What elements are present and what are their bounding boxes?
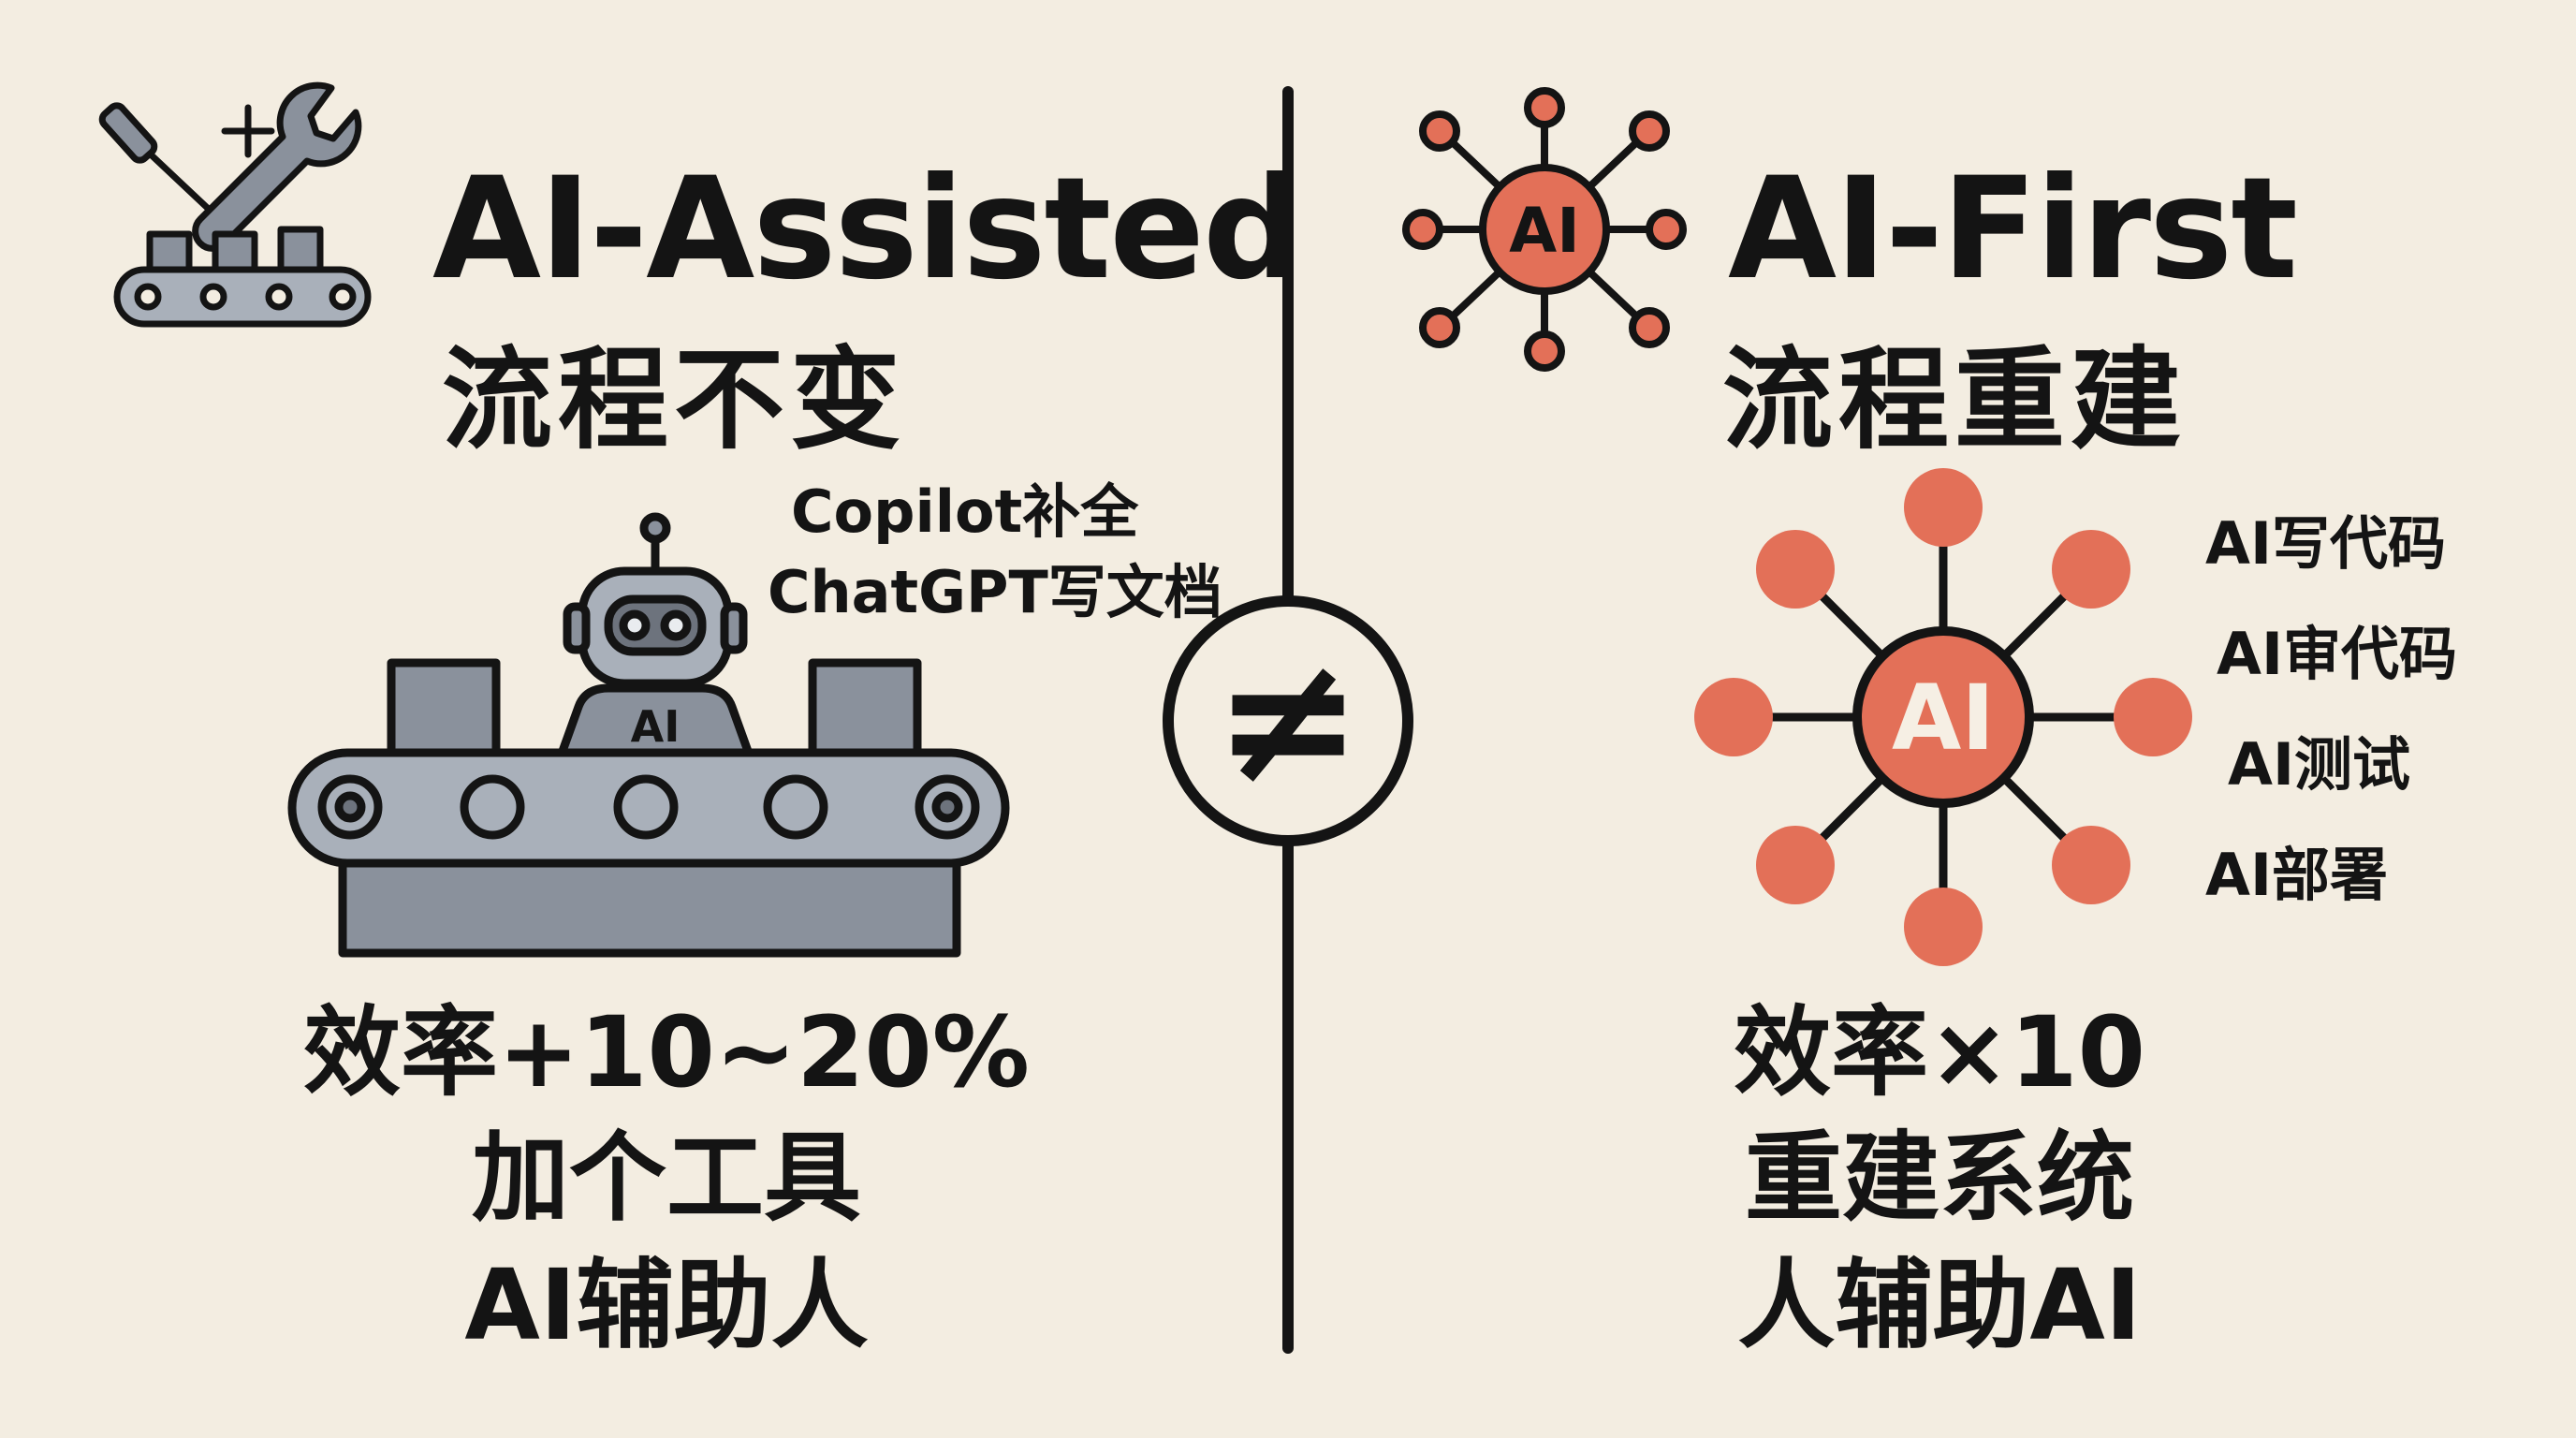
ai-hub-diagram: AI xyxy=(1694,468,2192,966)
right-subtitle: 流程重建 xyxy=(1722,335,2188,464)
tool-chatgpt: ChatGPT写文档 xyxy=(768,558,1222,626)
tool-copilot: Copilot补全 xyxy=(791,477,1139,546)
right-stat-rebuild: 重建系统 xyxy=(1744,1121,2134,1235)
not-equal-icon: ≠ xyxy=(1213,616,1363,823)
center-divider xyxy=(1163,86,1413,1354)
icon-badge: AI xyxy=(1509,195,1580,267)
left-stat-efficiency: 效率+10~20% xyxy=(303,995,1030,1109)
capability-write-code: AI写代码 xyxy=(2205,509,2447,578)
tools-conveyor-icon xyxy=(98,81,372,328)
robot-badge: AI xyxy=(631,701,681,752)
left-stat-relation: AI辅助人 xyxy=(464,1248,869,1362)
hub-label: AI xyxy=(1892,666,1995,770)
capability-deploy: AI部署 xyxy=(2205,841,2389,909)
left-stat-tool: 加个工具 xyxy=(471,1121,861,1235)
left-title: AI-Assisted xyxy=(432,148,1303,311)
right-stat-efficiency: 效率×10 xyxy=(1734,995,2145,1109)
capability-review-code: AI审代码 xyxy=(2217,620,2458,688)
capability-test: AI测试 xyxy=(2228,730,2411,799)
right-title: AI-First xyxy=(1728,148,2298,311)
robot-conveyor-illustration: AI xyxy=(287,512,1010,958)
left-subtitle: 流程不变 xyxy=(442,335,907,464)
right-stat-relation: 人辅助AI xyxy=(1737,1248,2142,1362)
ai-network-icon: AI xyxy=(1402,87,1687,372)
